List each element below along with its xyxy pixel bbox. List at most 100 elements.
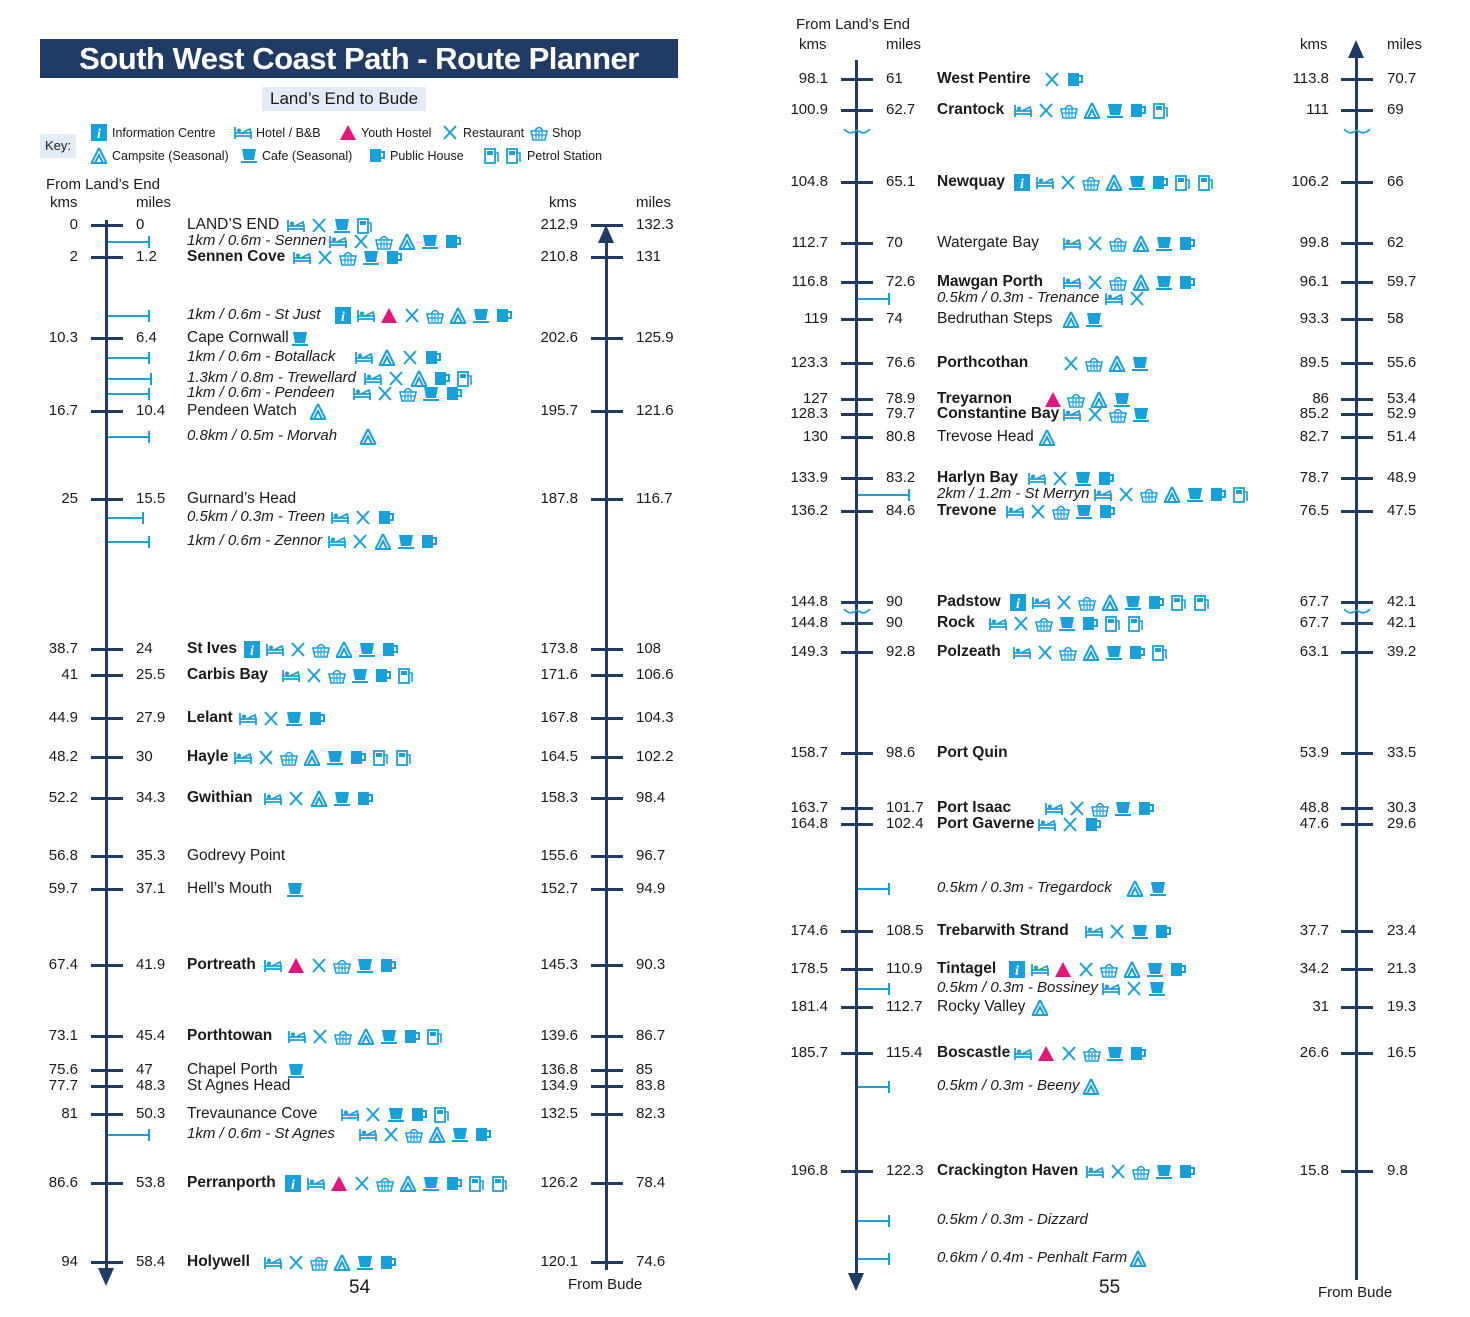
distance-tick	[1341, 752, 1373, 755]
mug-icon	[1097, 470, 1115, 487]
place-entry: Boscastle	[937, 1044, 1147, 1062]
distance-tick	[841, 968, 873, 971]
basket-icon	[404, 1126, 423, 1143]
legend-item-hostel: Youth Hostel	[339, 124, 431, 141]
tent-icon	[374, 533, 392, 550]
miles-from-lands-end: 115.4	[886, 1044, 923, 1061]
km-from-lands-end: 178.5	[790, 960, 828, 977]
basket-icon	[1132, 1163, 1151, 1180]
km-from-bude: 167.8	[540, 709, 578, 726]
cup-icon	[356, 1254, 374, 1271]
miles-from-bude: 55.6	[1387, 354, 1417, 371]
place-entry: Crantock	[937, 101, 1170, 119]
info-icon: i	[334, 306, 352, 324]
facility-icons	[1012, 644, 1169, 661]
distance-tick	[91, 1035, 123, 1038]
km-from-lands-end: 94	[61, 1253, 78, 1270]
distance-tick	[841, 1052, 873, 1055]
cutlery-icon	[257, 749, 275, 766]
km-from-bude: 76.5	[1299, 502, 1329, 519]
distance-tick	[841, 281, 873, 284]
bed-icon	[238, 710, 257, 727]
facility-icons	[329, 233, 462, 250]
facility-icons	[1082, 1078, 1100, 1095]
mug-icon	[495, 307, 513, 324]
estuary-crossing-icon	[843, 128, 871, 134]
facility-icons	[1014, 102, 1170, 119]
miles-from-bude: 74.6	[636, 1253, 666, 1270]
cutlery-icon	[1086, 274, 1104, 291]
miles-from-bude: 59.7	[1387, 273, 1417, 290]
place-name: Padstow	[937, 593, 1001, 610]
place-name: Porthcothan	[937, 354, 1029, 371]
distance-tick	[591, 1182, 623, 1185]
distance-tick	[1341, 398, 1373, 401]
place-name: Rock	[937, 614, 975, 631]
place-name: Bedruthan Steps	[937, 310, 1053, 327]
detour-spur-end	[888, 883, 890, 895]
place-name: Port Isaac	[937, 799, 1012, 816]
cutlery-icon	[1062, 355, 1080, 372]
pump-icon	[491, 1175, 509, 1192]
facility-icons	[1126, 880, 1167, 897]
distance-tick	[91, 648, 123, 651]
miles-from-lands-end: 27.9	[136, 709, 166, 726]
place-entry: Rocky Valley	[937, 998, 1049, 1016]
detour-spur-end	[888, 293, 890, 305]
tent-icon	[90, 147, 108, 164]
info-icon: i	[90, 124, 108, 141]
km-from-bude: 67.7	[1299, 593, 1329, 610]
place-name: Lelant	[187, 709, 233, 726]
place-name: 2km / 1.2m - St Merryn	[937, 485, 1090, 502]
miles-from-lands-end: 76.6	[886, 354, 916, 371]
pump-icon	[1174, 174, 1192, 191]
pump-icon	[456, 370, 474, 387]
pump-icon	[356, 217, 374, 234]
km-from-lands-end: 123.3	[790, 354, 828, 371]
pump-icon	[1232, 486, 1250, 503]
place-name: Hell’s Mouth	[187, 880, 273, 897]
tent-icon	[410, 370, 428, 387]
cutlery-icon	[364, 1106, 382, 1123]
place-name: Trebarwith Strand	[937, 922, 1069, 939]
place-name: 0.5km / 0.3m - Treen	[187, 508, 326, 525]
miles-from-lands-end: 50.3	[136, 1105, 166, 1122]
km-from-lands-end: 136.2	[790, 502, 828, 519]
mug-icon	[1129, 102, 1147, 119]
miles-from-bude: 106.6	[636, 666, 674, 683]
bed-icon	[1063, 406, 1082, 423]
distance-tick	[591, 1035, 623, 1038]
facility-icons	[328, 533, 438, 550]
cup-icon	[1114, 800, 1132, 817]
distance-tick	[91, 964, 123, 967]
facility-icons	[1043, 71, 1084, 88]
distance-tick	[1341, 1006, 1373, 1009]
miles-from-lands-end: 47	[136, 1061, 153, 1078]
svg-text:i: i	[341, 310, 345, 324]
miles-from-lands-end: 62.7	[886, 101, 916, 118]
right-footer-from-bude: From Bude	[1318, 1284, 1393, 1301]
km-from-lands-end: 163.7	[790, 799, 828, 816]
detour-spur	[108, 315, 150, 317]
place-name: 1km / 0.6m - St Agnes	[187, 1125, 335, 1142]
cup-icon	[1113, 391, 1131, 408]
km-from-lands-end: 16.7	[48, 402, 78, 419]
bed-icon	[1105, 290, 1124, 307]
cutlery-icon	[1043, 71, 1061, 88]
cutlery-icon	[401, 349, 419, 366]
tent-icon	[1090, 391, 1108, 408]
bed-icon	[1093, 486, 1112, 503]
distance-tick	[591, 1085, 623, 1088]
mug-icon	[1178, 1163, 1196, 1180]
facility-icons	[1105, 290, 1146, 307]
cup-icon	[387, 1106, 405, 1123]
bed-icon	[341, 1106, 360, 1123]
cutlery-icon	[1029, 503, 1047, 520]
legend-label: Campsite (Seasonal)	[112, 148, 229, 163]
pump-icon	[483, 147, 501, 164]
cutlery-icon	[1068, 800, 1086, 817]
basket-icon	[1066, 391, 1085, 408]
km-from-lands-end: 144.8	[790, 593, 828, 610]
bed-icon	[266, 641, 284, 658]
